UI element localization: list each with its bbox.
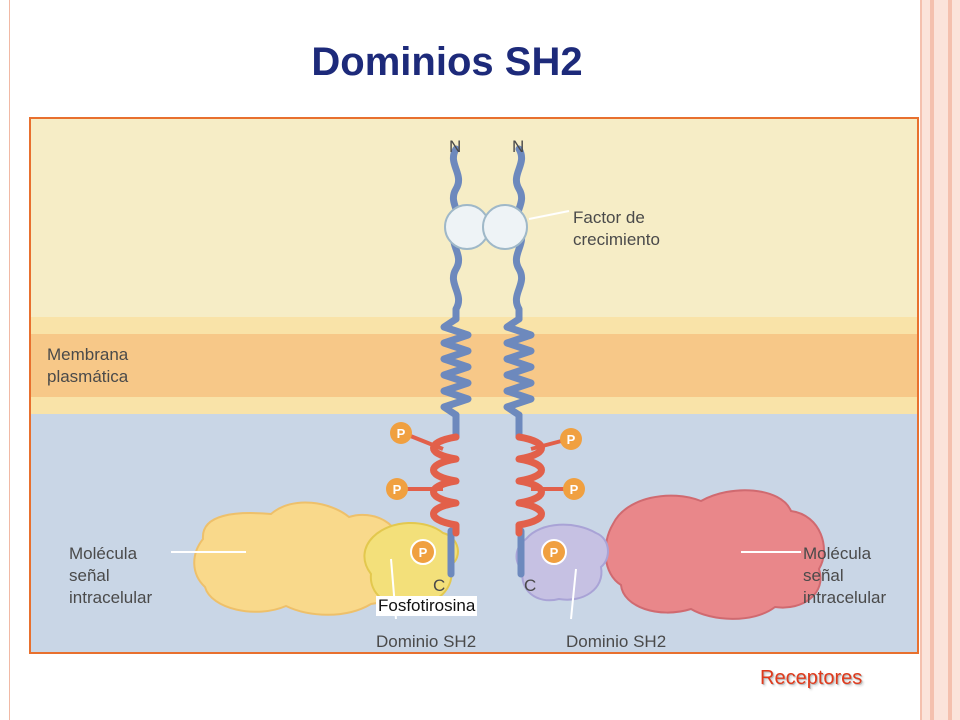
phospho-label: P (419, 545, 428, 560)
n-terminus-right: N (512, 137, 525, 156)
phospho-group-bound-left: P (410, 539, 436, 565)
slide-left-border (9, 0, 10, 720)
signal-molecule-right (604, 489, 825, 620)
phospho-group-left-2: P (386, 478, 408, 500)
growth-factor-label-line2: crecimiento (573, 230, 660, 249)
phospho-label: P (567, 432, 576, 447)
phospho-group-right-2: P (563, 478, 585, 500)
growth-factor-pointer (528, 210, 570, 220)
c-terminus-right: C (524, 576, 537, 595)
receptores-link[interactable]: Receptores (760, 667, 863, 689)
membrane-label-line2: plasmática (47, 367, 129, 386)
membrane-label-line1: Membrana (47, 345, 129, 364)
signal-molecule-left-label: Molécula señal intracelular (69, 543, 152, 609)
membrane-band (31, 334, 917, 397)
receptor-chain-left-helix (440, 315, 472, 419)
phospho-label: P (570, 482, 579, 497)
signal-molecule-left-line2: señal (69, 566, 110, 585)
signal-molecule-right-line2: señal (803, 566, 844, 585)
sh2-domain-left-label: Dominio SH2 (376, 632, 477, 651)
slide-right-border (918, 0, 960, 720)
sh2-domain-left (363, 522, 459, 606)
membrane-label: Membrana plasmática (47, 344, 128, 388)
phospho-group-bound-right: P (541, 539, 567, 565)
diagram-artwork: P P P P P P (31, 119, 917, 652)
phospho-group-left-1: P (390, 422, 412, 444)
growth-factor-right (482, 204, 528, 250)
fosfotirosina-label: Fosfotirosina (376, 596, 478, 616)
signal-molecule-right-line1: Molécula (803, 544, 872, 563)
phospho-group-right-1: P (560, 428, 582, 450)
membrane-inner-stripe (31, 397, 917, 414)
growth-factor-label: Factor de crecimiento (573, 207, 660, 251)
signal-molecule-left-line1: Molécula (69, 544, 138, 563)
receptor-chain-right-helix (503, 315, 535, 419)
growth-factor-label-line1: Factor de (573, 208, 645, 227)
signal-molecule-right-label: Molécula señal intracelular (803, 543, 886, 609)
receptor-chain-left-kinase (430, 433, 460, 537)
sh2-diagram: P P P P P P N N Factor de crecimiento Me… (29, 117, 919, 654)
phospho-label: P (550, 545, 559, 560)
signal-molecule-right-line3: intracelular (803, 588, 887, 607)
leader-sh2-right (570, 568, 577, 620)
c-terminus-left: C (433, 576, 446, 595)
phospho-label: P (397, 426, 406, 441)
n-terminus-left: N (449, 137, 462, 156)
signal-molecule-left-line3: intracelular (69, 588, 153, 607)
receptor-chain-right-kinase (515, 433, 545, 537)
slide-title: Dominios SH2 (311, 40, 583, 84)
membrane-outer-stripe (31, 317, 917, 334)
phospho-label: P (393, 482, 402, 497)
sh2-domain-right-label: Dominio SH2 (566, 632, 667, 651)
